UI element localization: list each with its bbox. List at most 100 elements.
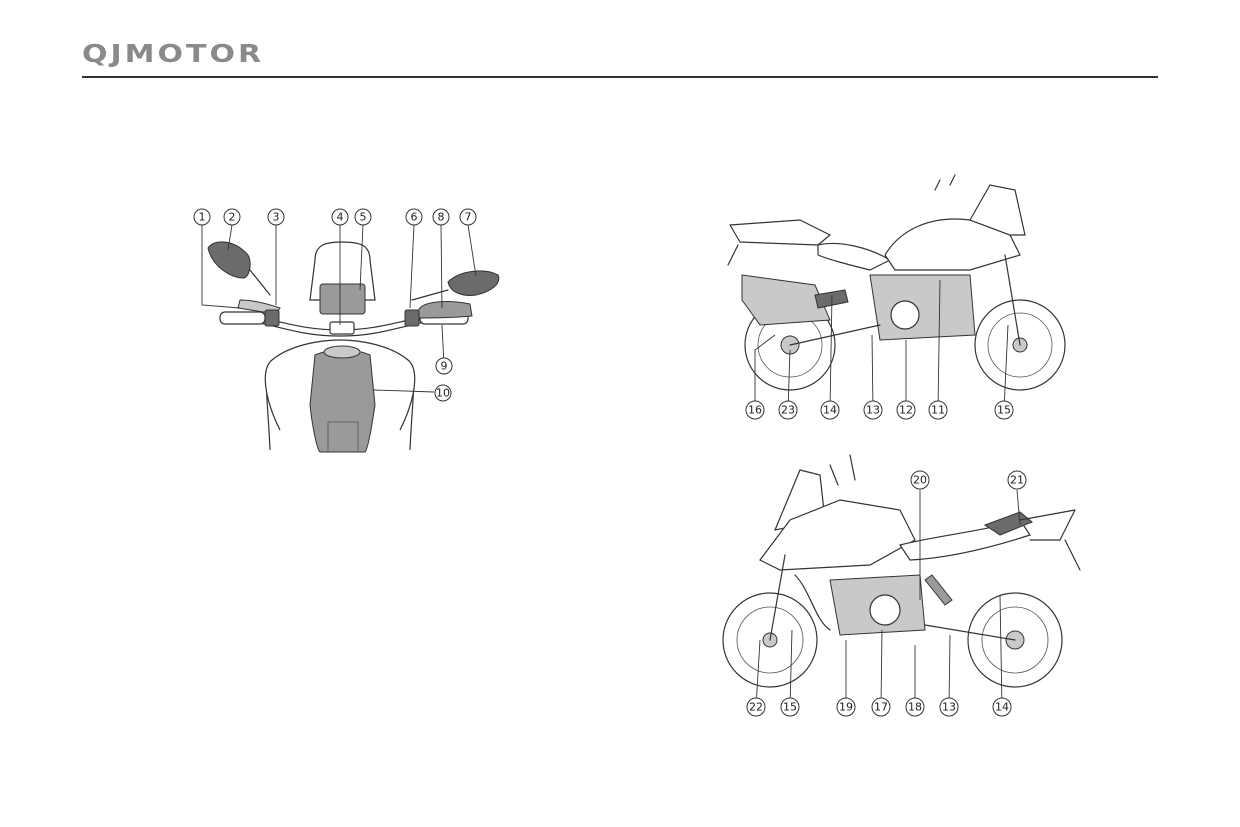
lead-16 <box>754 334 776 410</box>
svg-text:14: 14 <box>995 701 1009 714</box>
callout-6: 6 <box>405 208 423 226</box>
svg-text:20: 20 <box>913 474 927 487</box>
lead-21 <box>1016 489 1021 526</box>
brake-lever-guard <box>417 301 473 319</box>
left-mirror <box>207 241 251 279</box>
callout-13-left: 13 <box>863 400 883 420</box>
callout-17: 17 <box>871 697 891 717</box>
callout-12: 12 <box>896 400 916 420</box>
right-side-figure: 20 21 22 15 19 17 18 13 14 <box>720 440 1090 725</box>
lead-2 <box>227 224 233 251</box>
lead-7 <box>467 224 477 277</box>
lead-14-left <box>829 294 833 411</box>
fuel-tank <box>884 218 1021 271</box>
passenger-seat <box>983 511 1033 536</box>
svg-text:8: 8 <box>438 211 445 224</box>
svg-text:18: 18 <box>908 701 922 714</box>
mirrors <box>934 174 956 191</box>
svg-text:7: 7 <box>465 211 472 224</box>
svg-text:15: 15 <box>997 404 1011 417</box>
left-side-figure: 16 23 14 13 12 11 15 <box>720 160 1080 425</box>
svg-text:15: 15 <box>783 701 797 714</box>
engine-cover <box>869 594 901 626</box>
lead-11 <box>937 279 941 411</box>
swing-arm <box>924 624 1016 641</box>
plate-holder <box>1064 539 1081 571</box>
fuel-tank <box>759 499 916 571</box>
callout-13-right: 13 <box>939 697 959 717</box>
callout-18: 18 <box>905 697 925 717</box>
callout-8: 8 <box>432 208 450 226</box>
svg-text:22: 22 <box>749 701 763 714</box>
svg-text:13: 13 <box>866 404 880 417</box>
svg-text:21: 21 <box>1010 474 1024 487</box>
right-mirror <box>447 270 500 296</box>
handlebar-figure: 1 2 3 4 5 6 8 7 9 10 <box>180 200 520 455</box>
right-side-illustration: 20 21 22 15 19 17 18 13 14 <box>722 454 1081 717</box>
pannier <box>741 274 831 326</box>
svg-text:11: 11 <box>931 404 945 417</box>
tank-pad <box>309 349 376 453</box>
left-grip <box>219 311 266 325</box>
tank-left-panel <box>264 359 281 431</box>
lead-15-left <box>1003 324 1009 411</box>
right-switch <box>404 309 420 327</box>
svg-text:13: 13 <box>942 701 956 714</box>
left-mirror-stem <box>249 269 271 296</box>
rear-shock <box>924 574 953 606</box>
svg-text:12: 12 <box>899 404 913 417</box>
left-side-illustration: 16 23 14 13 12 11 15 <box>727 174 1066 420</box>
seat <box>817 242 892 271</box>
callout-14-left: 14 <box>820 400 840 420</box>
callout-15-right: 15 <box>780 697 800 717</box>
svg-text:10: 10 <box>436 387 450 400</box>
svg-text:3: 3 <box>273 211 280 224</box>
lead-5 <box>359 224 364 291</box>
svg-text:5: 5 <box>360 211 367 224</box>
lead-14-right <box>999 594 1003 708</box>
windscreen <box>969 184 1026 236</box>
plate-holder <box>727 244 739 266</box>
rear-wheel-rim <box>981 606 1049 674</box>
callout-15-left: 15 <box>994 400 1014 420</box>
crash-bar <box>794 574 831 631</box>
mirrors <box>829 454 856 486</box>
svg-text:2: 2 <box>229 211 236 224</box>
callout-11: 11 <box>928 400 948 420</box>
svg-text:4: 4 <box>337 211 344 224</box>
callout-4: 4 <box>331 208 349 226</box>
front-wheel-rim <box>736 606 804 674</box>
callout-22: 22 <box>746 697 766 717</box>
engine-cover <box>890 300 920 330</box>
svg-text:9: 9 <box>441 360 448 373</box>
engine <box>869 274 976 341</box>
callout-7: 7 <box>459 208 477 226</box>
callout-5: 5 <box>354 208 372 226</box>
swing-arm <box>789 324 881 346</box>
left-switch <box>264 309 280 327</box>
front-fork <box>1004 254 1021 346</box>
steering-clamp <box>329 321 355 335</box>
callout-10: 10 <box>434 384 452 402</box>
lead-8 <box>440 224 443 309</box>
svg-text:16: 16 <box>748 404 762 417</box>
tank-seam <box>327 421 359 452</box>
lead-6 <box>409 224 415 309</box>
svg-text:23: 23 <box>781 404 795 417</box>
header-rule <box>82 76 1158 78</box>
front-wheel-rim <box>987 312 1053 378</box>
lead-15-right <box>789 629 793 708</box>
callout-3: 3 <box>267 208 285 226</box>
right-mirror-stem <box>411 289 449 301</box>
callout-21: 21 <box>1007 470 1027 490</box>
lead-23 <box>787 349 791 411</box>
lead-17 <box>880 629 883 708</box>
callout-20: 20 <box>910 470 930 490</box>
dashboard <box>319 283 366 315</box>
callout-19: 19 <box>836 697 856 717</box>
lead-1 <box>201 225 241 309</box>
lead-13-right <box>948 634 951 708</box>
svg-text:17: 17 <box>874 701 888 714</box>
rear-rack <box>729 219 831 246</box>
lead-22 <box>755 639 761 708</box>
